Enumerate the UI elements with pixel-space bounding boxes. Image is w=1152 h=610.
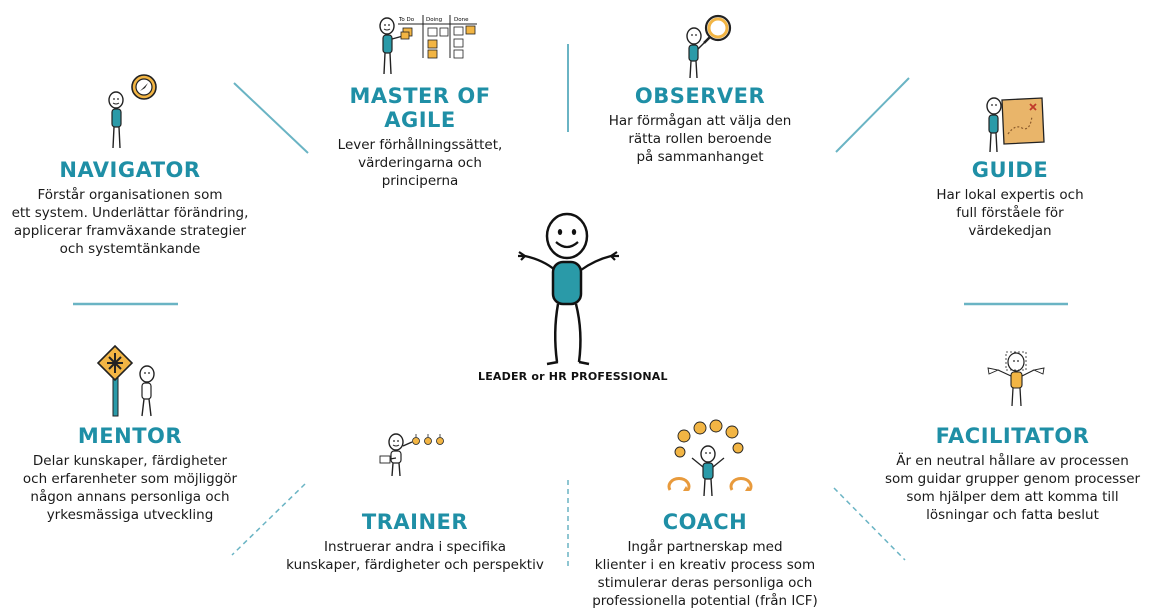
- board-label-done: Done: [454, 17, 469, 23]
- facilitator-figure-icon: [984, 350, 1048, 410]
- connector-observer-guide: [835, 77, 910, 153]
- connector-coach-facilitator: [833, 487, 906, 561]
- master-figure-icon: To Do Doing Done: [375, 12, 485, 80]
- navigator-figure-icon: [104, 72, 164, 152]
- board-label-doing: Doing: [426, 17, 442, 23]
- role-title: OBSERVER: [634, 84, 766, 108]
- trainer-figure-icon: [376, 430, 456, 480]
- person-icon: [379, 17, 410, 75]
- guide-figure-icon: [980, 94, 1050, 154]
- cycle-arrows-icon: [667, 477, 753, 491]
- role-facilitator: FACILITATOR Är en neutral hållare av pro…: [875, 424, 1150, 524]
- coach-figure-icon: [662, 418, 762, 502]
- board-label-todo: To Do: [398, 17, 415, 23]
- leader-figure-icon: [515, 212, 625, 370]
- role-title: MENTOR: [77, 424, 183, 448]
- center-label: LEADER or HR PROFESSIONAL: [478, 370, 668, 383]
- mentor-figure-icon: [96, 344, 166, 418]
- compass-icon: [131, 74, 157, 100]
- lightbulb-icon: [674, 419, 744, 458]
- role-title: COACH: [662, 510, 748, 534]
- observer-figure-icon: [680, 12, 750, 80]
- ideas-icon: [412, 434, 444, 445]
- role-title: GUIDE: [971, 158, 1049, 182]
- role-title: FACILITATOR: [935, 424, 1090, 448]
- road-sign-icon: [96, 344, 134, 417]
- kanban-board-icon: To Do Doing Done: [398, 15, 477, 59]
- role-title: NAVIGATOR: [59, 158, 201, 182]
- map-icon: [1001, 97, 1045, 145]
- role-title: MASTER OF AGILE: [349, 84, 491, 132]
- role-master-of-agile: MASTER OF AGILE Lever förhållningssättet…: [310, 84, 530, 190]
- role-title: TRAINER: [361, 510, 469, 534]
- connector-mentor-trainer: [231, 483, 306, 556]
- role-description: Lever förhållningssättet,värderingarna o…: [337, 137, 503, 189]
- connector-navigator-master: [233, 82, 309, 154]
